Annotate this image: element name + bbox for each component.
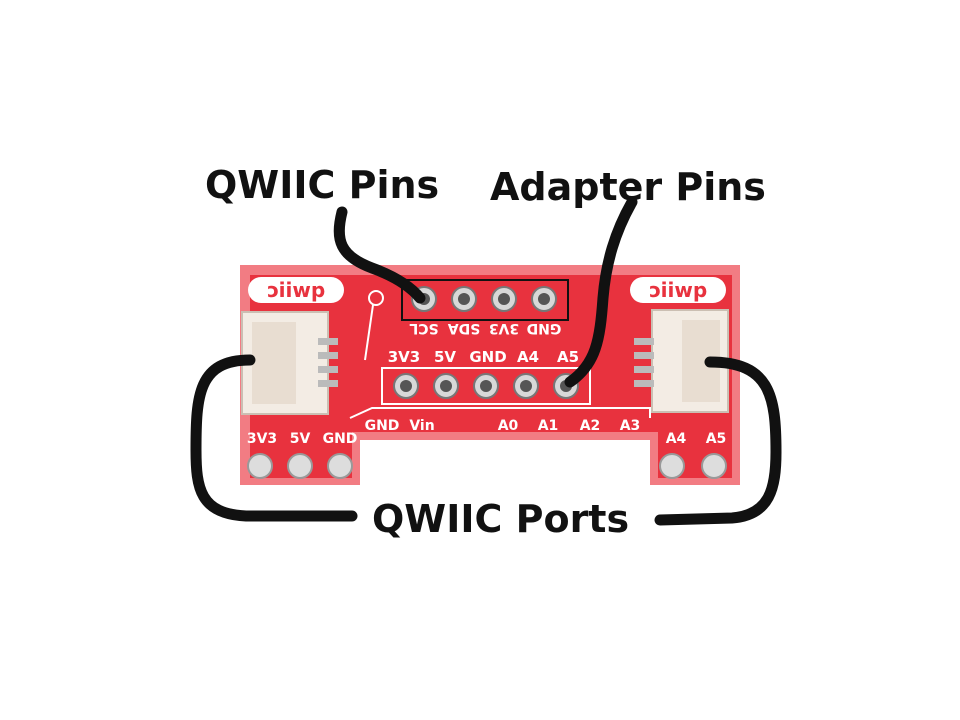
adapter-pin-hole [440, 380, 452, 392]
castel-label-3v3: 3V3 [247, 431, 277, 447]
top-header-box [401, 279, 569, 321]
top-header-pins [411, 286, 557, 312]
adapter-label-a4: A4 [517, 348, 539, 366]
adapter-label-3v3: 3V3 [388, 348, 420, 366]
castel-pad [247, 453, 273, 479]
castel-pad [327, 453, 353, 479]
logo-left-text: qwiic [267, 278, 325, 302]
bottom-label-vin: Vin [409, 418, 434, 434]
castel-pad [287, 453, 313, 479]
castel-pad [701, 453, 727, 479]
top-pin-hole [538, 293, 550, 305]
bottom-label-a1: A1 [538, 418, 559, 434]
castellated-pads [247, 453, 727, 479]
bottom-label-a0: A0 [498, 418, 519, 434]
adapter-pin-hole [520, 380, 532, 392]
bottom-label-a3: A3 [620, 418, 641, 434]
adapter-label-gnd: GND [469, 348, 506, 366]
adapter-label-band [384, 344, 584, 366]
top-pin-hole [458, 293, 470, 305]
castel-label-5v: 5V [290, 431, 311, 447]
top-label-scl: SCL [409, 320, 438, 336]
qwiic-ports-callout: QWIIC Ports [372, 497, 630, 541]
qwiic-pins-callout: QWIIC Pins [205, 163, 440, 207]
castel-label-a5: A5 [706, 431, 727, 447]
left-qwiic-connector [241, 311, 338, 415]
qwiic-logo-right: qwiic [630, 277, 726, 303]
castel-label-gnd: GND [323, 431, 358, 447]
castel-label-a4: A4 [666, 431, 687, 447]
top-label-gnd: GND [527, 320, 562, 336]
top-pin-hole [498, 293, 510, 305]
adapter-pins-callout: Adapter Pins [490, 165, 766, 209]
top-header-labels: GND 3V3 SDA SCL [409, 320, 561, 336]
adapter-pins-pointer [564, 196, 638, 388]
castel-pad [659, 453, 685, 479]
qwiic-ports-pointer-left [190, 354, 358, 522]
adapter-pin-hole [400, 380, 412, 392]
qwiic-ports-pointer-right [654, 356, 782, 526]
qwiic-logo-left: qwiic [248, 277, 344, 303]
top-label-3v3: 3V3 [489, 320, 519, 336]
silk-outline [349, 407, 651, 419]
adapter-pin-hole [480, 380, 492, 392]
adapter-header-box [381, 367, 591, 405]
bottom-label-a2: A2 [580, 418, 601, 434]
mounting-mark [368, 290, 384, 306]
mounting-mark-line [364, 304, 374, 361]
adapter-label-5v: 5V [434, 348, 456, 366]
logo-right-text: qwiic [649, 278, 707, 302]
top-label-sda: SDA [448, 320, 481, 336]
bottom-label-gnd: GND [365, 418, 400, 434]
adapter-label-a5: A5 [557, 348, 579, 366]
adapter-pins [393, 373, 579, 399]
qwiic-pins-pointer [333, 206, 426, 304]
